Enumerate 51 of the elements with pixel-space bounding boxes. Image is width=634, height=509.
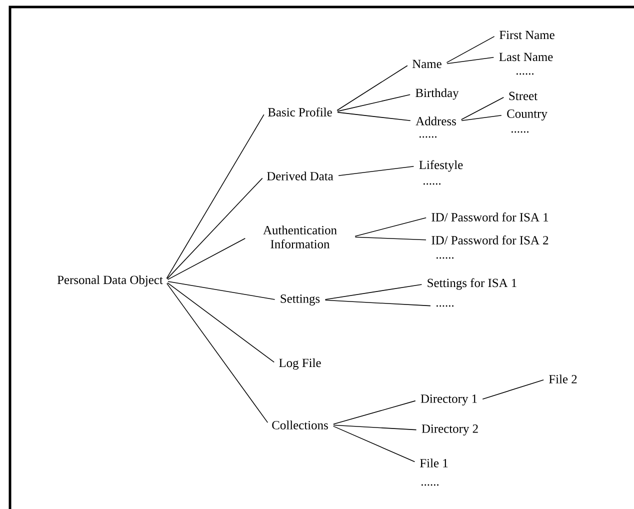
node-label: Log File bbox=[279, 358, 321, 370]
connector-line bbox=[338, 166, 414, 176]
node-label: Settings for ISA 1 bbox=[428, 278, 516, 290]
connector-line bbox=[332, 426, 416, 462]
node-label: Last Name bbox=[499, 52, 553, 62]
node-label: Personal Data Object bbox=[57, 275, 163, 287]
connector-line bbox=[337, 94, 410, 112]
node-label: Collections bbox=[272, 420, 328, 430]
node-label: Address bbox=[416, 116, 456, 126]
connector-line bbox=[354, 236, 426, 240]
ellipsis-label: ...... bbox=[436, 257, 454, 259]
connector-line bbox=[337, 112, 411, 122]
node-label: Authentication Information bbox=[263, 226, 337, 248]
node-label: Directory 2 bbox=[422, 424, 478, 436]
connector-line bbox=[167, 282, 275, 363]
node-label: ID/ Password for ISA 2 bbox=[432, 236, 548, 244]
node-label: Lifestyle bbox=[419, 160, 463, 172]
node-label: Basic Profile bbox=[268, 108, 332, 116]
node-label: Name bbox=[412, 60, 442, 68]
connector-line bbox=[333, 400, 416, 425]
node-label: Street bbox=[509, 92, 538, 100]
node-label: Birthday bbox=[416, 88, 459, 100]
connector-line bbox=[324, 284, 422, 300]
node-label: Directory 1 bbox=[420, 394, 477, 406]
connector-line bbox=[354, 217, 426, 237]
ellipsis-label: ...... bbox=[512, 131, 529, 133]
connector-line bbox=[460, 97, 504, 120]
ellipsis-label: ...... bbox=[420, 136, 437, 138]
node-label: File 2 bbox=[549, 374, 577, 384]
connector-line bbox=[336, 65, 408, 111]
connector-line bbox=[333, 424, 417, 430]
connector-line bbox=[168, 281, 276, 300]
ellipsis-label: ...... bbox=[422, 484, 439, 486]
ellipsis-label: ...... bbox=[424, 183, 441, 185]
node-label: ...... bbox=[436, 305, 454, 307]
node-label: First Name bbox=[500, 30, 554, 40]
connector-line bbox=[446, 36, 495, 63]
connector-line bbox=[166, 178, 263, 280]
node-label: File 1 bbox=[420, 458, 448, 468]
connector-line bbox=[166, 283, 268, 423]
connector-line bbox=[324, 300, 431, 306]
node-label: Derived Data bbox=[267, 172, 334, 180]
node-label: Settings bbox=[280, 294, 320, 306]
connector-line bbox=[461, 114, 502, 121]
node-label: Country bbox=[507, 110, 548, 120]
ellipsis-label: ...... bbox=[516, 73, 534, 75]
connector-line bbox=[446, 57, 494, 64]
node-label: ID/ Password for ISA 1 bbox=[432, 212, 548, 222]
connector-line bbox=[482, 380, 544, 400]
connector-line bbox=[167, 238, 246, 280]
connector-line bbox=[166, 114, 264, 279]
